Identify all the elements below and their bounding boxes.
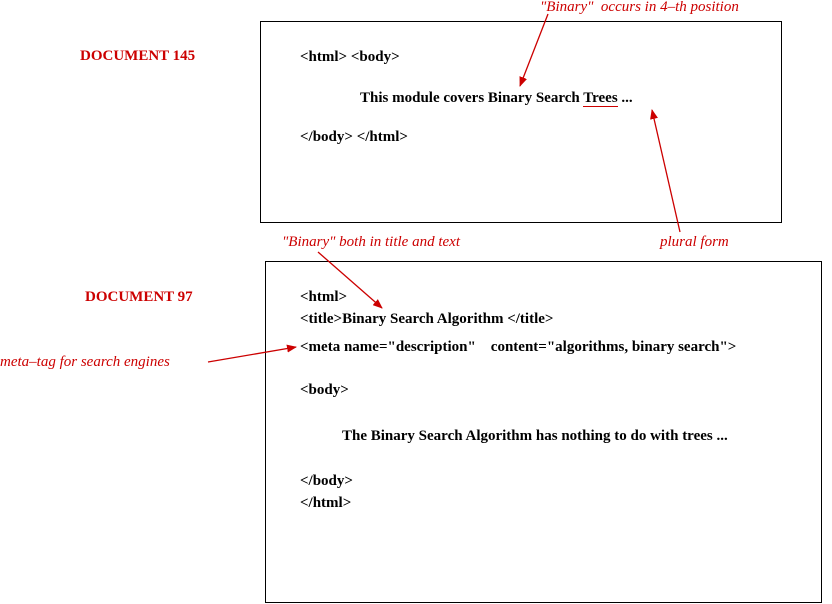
doc145-body-text: This module covers Binary Search Trees .…: [360, 89, 633, 107]
doc97-line-close-body: </body>: [300, 473, 353, 489]
annotation-plural-form: plural form: [660, 234, 729, 250]
body-text-before: This module covers Binary Search: [360, 90, 584, 106]
annotation-title-and-text: "Binary" both in title and text: [282, 234, 460, 250]
arrow-to-title-binary: [317, 251, 383, 309]
doc97-body-text: The Binary Search Algorithm has nothing …: [342, 428, 728, 444]
doc145-line-close: </body> </html>: [300, 129, 408, 145]
underlined-word-trees: Trees: [583, 90, 618, 107]
doc97-line-title: <title>Binary Search Algorithm </title>: [300, 311, 554, 327]
doc97-line-html: <html>: [300, 289, 348, 305]
arrow-to-trees-plural: [650, 109, 681, 233]
document-97-label: DOCUMENT 97: [85, 289, 193, 305]
arrow-to-meta-tag: [207, 344, 297, 363]
doc145-line-html-body: <html> <body>: [300, 49, 400, 65]
document-145-box: [260, 21, 782, 223]
arrow-to-binary-position: [519, 13, 549, 87]
annotation-position: "Binary" occurs in 4–th position: [540, 0, 739, 15]
document-145-label: DOCUMENT 145: [80, 48, 196, 64]
doc97-line-close-html: </html>: [300, 495, 352, 511]
document-97-box: [265, 261, 822, 603]
annotation-meta-tag: meta–tag for search engines: [0, 354, 170, 370]
body-text-after: ...: [617, 90, 633, 106]
doc97-line-body: <body>: [300, 382, 349, 398]
doc97-line-meta: <meta name="description" content="algori…: [300, 339, 737, 355]
